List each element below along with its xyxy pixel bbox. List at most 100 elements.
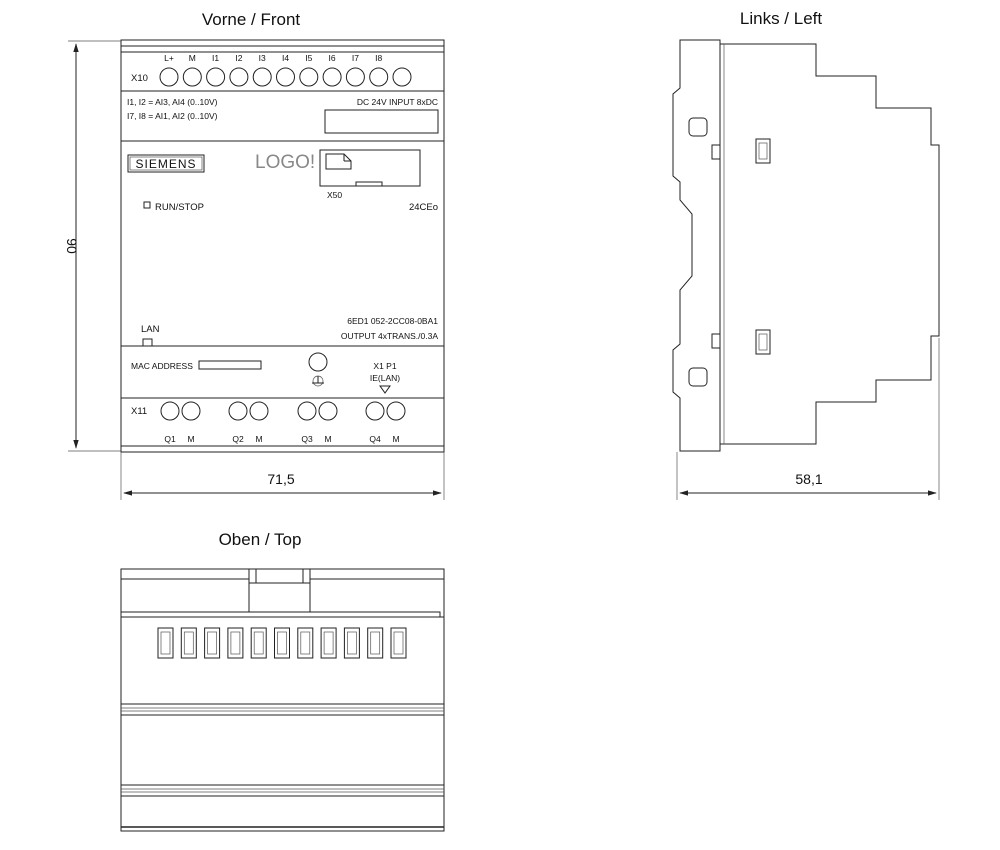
input-connector-label: X10	[131, 73, 148, 84]
output-terminal-label: Q3	[301, 434, 313, 444]
top-terminal-opening	[274, 627, 290, 659]
ethernet-type-label: IE(LAN)	[370, 373, 400, 383]
top-terminal-opening	[297, 627, 314, 659]
run-stop-label: RUN/STOP	[155, 202, 204, 213]
front-width-dimension: 71,5	[120, 452, 445, 500]
output-terminal-label: Q2	[232, 434, 244, 444]
input-terminal-screw	[252, 67, 272, 87]
ethernet-port-label: X1 P1	[373, 361, 396, 371]
top-terminal-opening	[180, 627, 197, 659]
top-terminal-opening	[343, 627, 360, 659]
top-terminal-opening-inner	[277, 631, 287, 655]
output-connector-label: X11	[131, 406, 147, 417]
ground-symbol-icon	[312, 375, 324, 387]
top-terminal-openings	[157, 627, 407, 659]
top-terminal-opening	[204, 627, 221, 659]
output-terminal-label: Q4	[369, 434, 381, 444]
front-width-value: 71,5	[267, 471, 294, 487]
output-terminal-screws	[160, 401, 406, 421]
input-terminal-screws	[159, 67, 412, 87]
input-terminal-screw	[159, 67, 179, 87]
top-terminal-opening-inner	[393, 631, 404, 655]
top-terminal-opening-inner	[160, 631, 171, 655]
ethernet-port-icon	[379, 385, 391, 394]
input-terminal-label: I7	[352, 53, 359, 63]
input-terminal-label: I2	[235, 53, 242, 63]
input-spec-label: DC 24V INPUT 8xDC	[357, 97, 438, 107]
top-view	[120, 568, 445, 832]
output-terminal-label: M	[187, 434, 194, 444]
height-dimension-value: 90	[64, 238, 80, 254]
input-terminal-label: I6	[329, 53, 336, 63]
input-terminal-label: I3	[259, 53, 266, 63]
analog-note-2: I7, I8 = AI1, AI2 (0..10V)	[127, 111, 218, 121]
output-terminal-screw	[386, 401, 406, 421]
top-terminal-opening	[250, 627, 267, 659]
left-latch-upper	[755, 138, 771, 164]
siemens-logo-frame	[127, 154, 205, 173]
top-terminal-opening-inner	[370, 631, 381, 655]
run-stop-led	[143, 201, 151, 209]
input-terminal-screw	[392, 67, 412, 87]
output-terminal-label: M	[324, 434, 331, 444]
output-terminal-screw	[365, 401, 385, 421]
top-terminal-opening	[320, 627, 337, 659]
input-terminal-label: I1	[212, 53, 219, 63]
top-terminal-opening-inner	[323, 631, 334, 655]
output-terminal-screw	[297, 401, 317, 421]
top-terminal-opening-inner	[347, 631, 357, 655]
top-terminal-opening-inner	[230, 631, 241, 655]
left-clip-upper	[688, 117, 708, 137]
height-dimension: 90	[64, 40, 121, 452]
card-slot-label: X50	[327, 190, 342, 200]
input-terminal-label: L+	[164, 53, 174, 63]
input-label-strip	[324, 109, 439, 134]
input-terminal-label: I8	[375, 53, 382, 63]
top-terminal-opening	[157, 627, 174, 659]
top-terminal-opening	[367, 627, 384, 659]
input-terminal-screw	[345, 67, 365, 87]
output-terminal-label: M	[392, 434, 399, 444]
input-terminal-screw	[299, 67, 319, 87]
left-tab-upper	[711, 144, 721, 160]
side-depth-dimension: 58,1	[676, 338, 940, 500]
ground-screw	[308, 352, 328, 372]
input-terminal-screw	[206, 67, 226, 87]
lan-led	[142, 338, 153, 346]
card-slot-outline	[319, 149, 421, 187]
mac-address-field	[198, 360, 262, 370]
card-icon	[325, 153, 352, 170]
input-terminal-label: I5	[305, 53, 312, 63]
input-terminal-screw	[229, 67, 249, 87]
order-number: 6ED1 052-2CC08-0BA1	[347, 316, 438, 326]
top-terminal-opening-inner	[183, 631, 194, 655]
output-terminal-label: Q1	[164, 434, 176, 444]
top-center-tab	[248, 568, 311, 584]
left-tab-lower	[711, 333, 721, 349]
left-view	[672, 39, 940, 452]
output-terminal-screw	[228, 401, 248, 421]
side-depth-value: 58,1	[795, 471, 822, 487]
analog-note-1: I1, I2 = AI3, AI4 (0..10V)	[127, 97, 218, 107]
output-spec-label: OUTPUT 4xTRANS./0.3A	[341, 331, 438, 341]
top-terminal-opening	[390, 627, 407, 659]
left-housing-outline	[672, 39, 940, 452]
brand-logo: SIEMENS	[135, 157, 196, 171]
lan-led-label: LAN	[141, 324, 160, 335]
mac-address-label: MAC ADDRESS	[131, 361, 193, 371]
front-view-title: Vorne / Front	[202, 10, 301, 29]
output-terminal-screw	[181, 401, 201, 421]
left-view-title: Links / Left	[740, 9, 822, 28]
variant-label: 24CEo	[409, 202, 438, 213]
output-terminal-screw	[318, 401, 338, 421]
output-terminal-screw	[160, 401, 180, 421]
top-terminal-opening-inner	[253, 631, 264, 655]
card-slot-latch	[355, 181, 383, 187]
left-clip-lower	[688, 367, 708, 387]
top-terminal-opening	[227, 627, 244, 659]
top-view-title: Oben / Top	[219, 530, 302, 549]
input-terminal-screw	[182, 67, 202, 87]
